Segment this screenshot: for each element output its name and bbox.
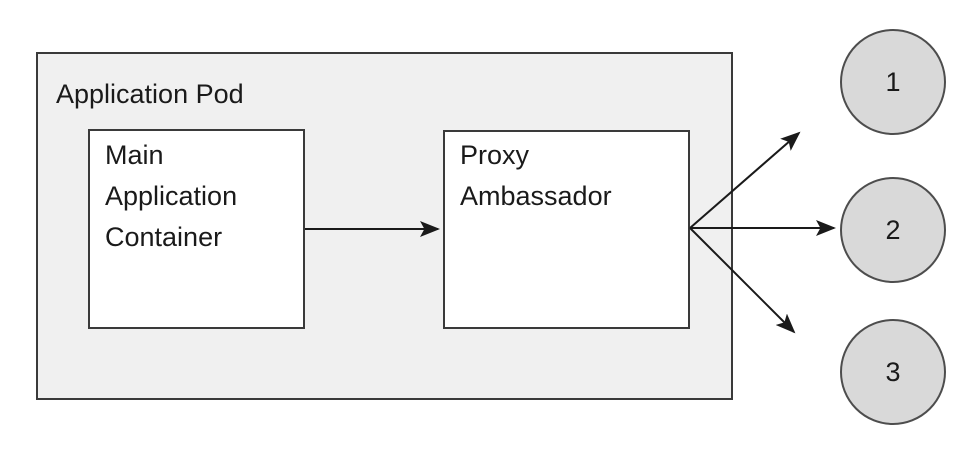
proxy-to-service-1-arrow: [689, 131, 801, 229]
application-pod-label: Application Pod: [56, 79, 244, 109]
service-1-label: 1: [885, 67, 901, 97]
proxy-ambassador-container-box: [443, 130, 690, 329]
proxy-ambassador-container-label: Proxy Ambassador: [460, 140, 612, 211]
main-application-container-box: [88, 129, 305, 329]
proxy-to-service-3-arrow: [689, 227, 796, 334]
service-1-circle: [840, 29, 946, 135]
service-3-circle: [840, 319, 946, 425]
service-3-label: 3: [885, 357, 901, 387]
main-application-container-label: Main Application Container: [105, 140, 238, 252]
service-2-circle: [840, 177, 946, 283]
service-2-label: 2: [885, 215, 901, 245]
